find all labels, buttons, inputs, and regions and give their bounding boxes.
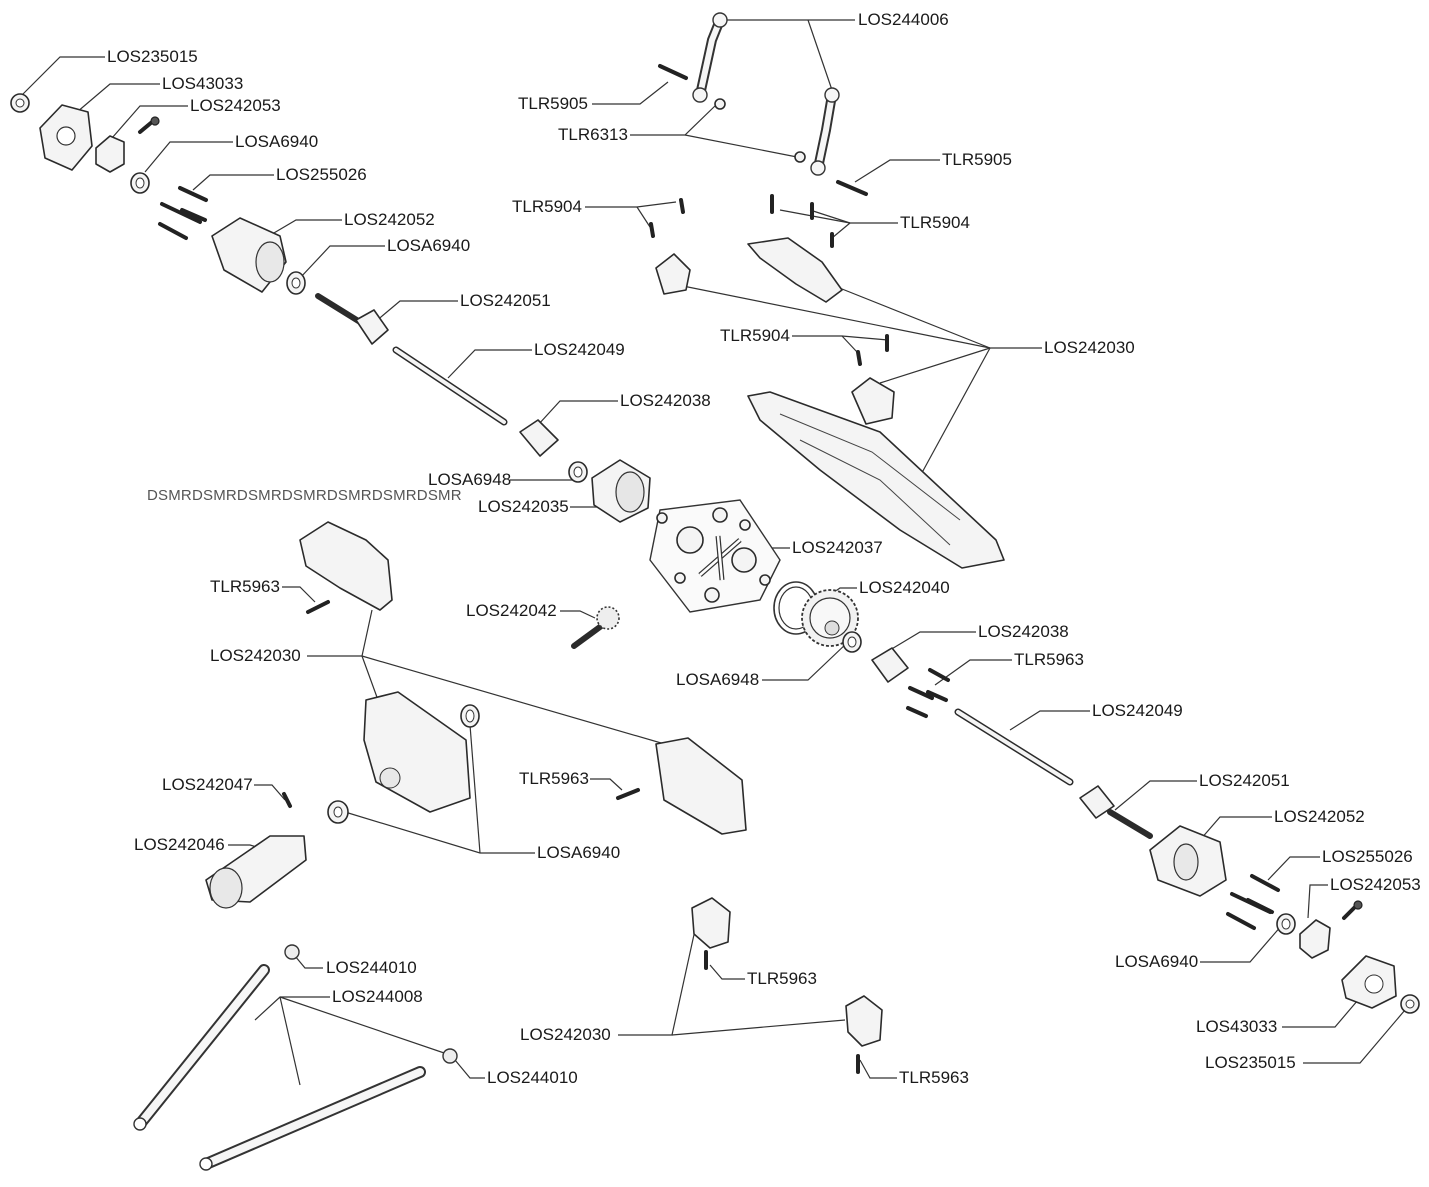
leader-lines (21, 19, 1406, 1086)
part-label: LOS242046 (134, 835, 225, 854)
part-label: LOS242035 (478, 497, 569, 516)
part-label: LOS242049 (1092, 701, 1183, 720)
part-label: LOS235015 (107, 47, 198, 66)
differential-internals (571, 499, 862, 653)
part-label: LOS242052 (344, 210, 435, 229)
left-gearbox-assembly (205, 521, 747, 909)
part-label: LOS242051 (460, 291, 551, 310)
part-label: TLR5904 (900, 213, 970, 232)
part-label: TLR5963 (210, 577, 280, 596)
part-label: LOS244010 (326, 958, 417, 977)
part-label: LOSA6940 (1115, 952, 1199, 971)
part-label: LOS242053 (190, 96, 281, 115)
part-label: LOS235015 (1205, 1053, 1296, 1072)
part-label: LOS242040 (859, 578, 950, 597)
part-label: LOSA6948 (676, 670, 760, 689)
part-label: LOS43033 (162, 74, 244, 93)
part-label: LOS242038 (620, 391, 711, 410)
part-label: LOS242037 (792, 538, 883, 557)
watermark-text: DSMRDSMRDSMRDSMRDSMRDSMRDSMR (147, 487, 462, 504)
part-label: TLR5904 (720, 326, 790, 345)
part-label: TLR6313 (558, 125, 628, 144)
part-label: LOS43033 (1196, 1017, 1278, 1036)
part-label: LOS242030 (520, 1025, 611, 1044)
part-label: LOS242053 (1330, 875, 1421, 894)
part-label: LOS242052 (1274, 807, 1365, 826)
part-label: LOSA6940 (235, 132, 319, 151)
part-label: TLR5905 (942, 150, 1012, 169)
bottom-mount-assembly (691, 897, 883, 1074)
part-label: TLR5963 (519, 769, 589, 788)
part-label: TLR5963 (747, 969, 817, 988)
part-label: LOSA6940 (537, 843, 621, 862)
part-label: TLR5905 (518, 94, 588, 113)
part-label: LOS255026 (1322, 847, 1413, 866)
part-label: LOS242030 (210, 646, 301, 665)
part-label: TLR5963 (899, 1068, 969, 1087)
part-label: TLR5963 (1014, 650, 1084, 669)
part-label: LOS255026 (276, 165, 367, 184)
upper-link-assembly (649, 12, 1005, 569)
part-label: LOS244010 (487, 1068, 578, 1087)
part-label: LOSA6940 (387, 236, 471, 255)
part-label: LOS242047 (162, 775, 253, 794)
right-lower-driveline (871, 647, 1420, 1014)
lower-link-assembly (133, 944, 458, 1171)
part-label: TLR5904 (512, 197, 582, 216)
part-label: LOS244008 (332, 987, 423, 1006)
part-label: LOS242042 (466, 601, 557, 620)
left-upper-driveline (10, 93, 651, 523)
part-label: LOS242038 (978, 622, 1069, 641)
part-label: LOSA6948 (428, 470, 512, 489)
part-label: LOS242030 (1044, 338, 1135, 357)
part-label: LOS242051 (1199, 771, 1290, 790)
part-label: LOS242049 (534, 340, 625, 359)
part-label: LOS244006 (858, 10, 949, 29)
